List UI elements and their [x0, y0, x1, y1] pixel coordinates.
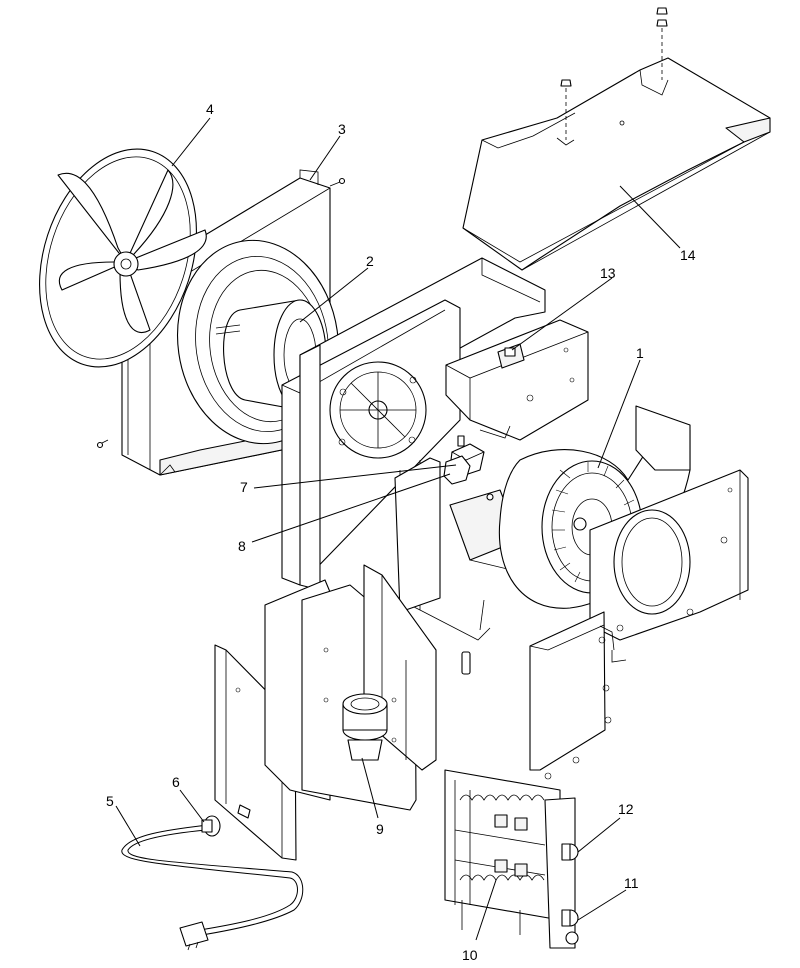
callout-9: 9 — [376, 821, 384, 837]
part-13-control-bracket — [445, 319, 589, 441]
screw-icon — [560, 7, 668, 140]
callout-labels: 1 2 3 4 5 6 7 8 9 10 11 12 13 14 — [106, 101, 696, 963]
part-10-heater — [444, 769, 576, 949]
callout-14: 14 — [680, 247, 696, 263]
callout-13: 13 — [600, 265, 616, 281]
part-12-limit-switch — [561, 843, 579, 861]
part-11-limit-switch — [561, 909, 579, 945]
callout-10: 10 — [462, 947, 478, 963]
callout-2: 2 — [366, 253, 374, 269]
main-chassis — [281, 257, 546, 641]
part-9-capacitor — [342, 693, 388, 761]
part-6-strain-relief — [201, 815, 221, 837]
clip-icon — [461, 599, 485, 675]
leader-lines — [115, 117, 681, 941]
callout-6: 6 — [172, 774, 180, 790]
callout-8: 8 — [238, 538, 246, 554]
part-5-power-cord — [121, 824, 304, 951]
callout-11: 11 — [624, 875, 639, 891]
rear-access-panel — [529, 611, 627, 780]
callout-12: 12 — [618, 801, 634, 817]
callout-4: 4 — [206, 101, 214, 117]
part-14-top-cover — [462, 57, 771, 271]
callout-3: 3 — [338, 121, 346, 137]
part-4-fan-blade — [39, 148, 207, 368]
callout-7: 7 — [240, 479, 248, 495]
callout-1: 1 — [636, 345, 644, 361]
callout-5: 5 — [106, 793, 114, 809]
blower-side-panel — [589, 469, 749, 641]
